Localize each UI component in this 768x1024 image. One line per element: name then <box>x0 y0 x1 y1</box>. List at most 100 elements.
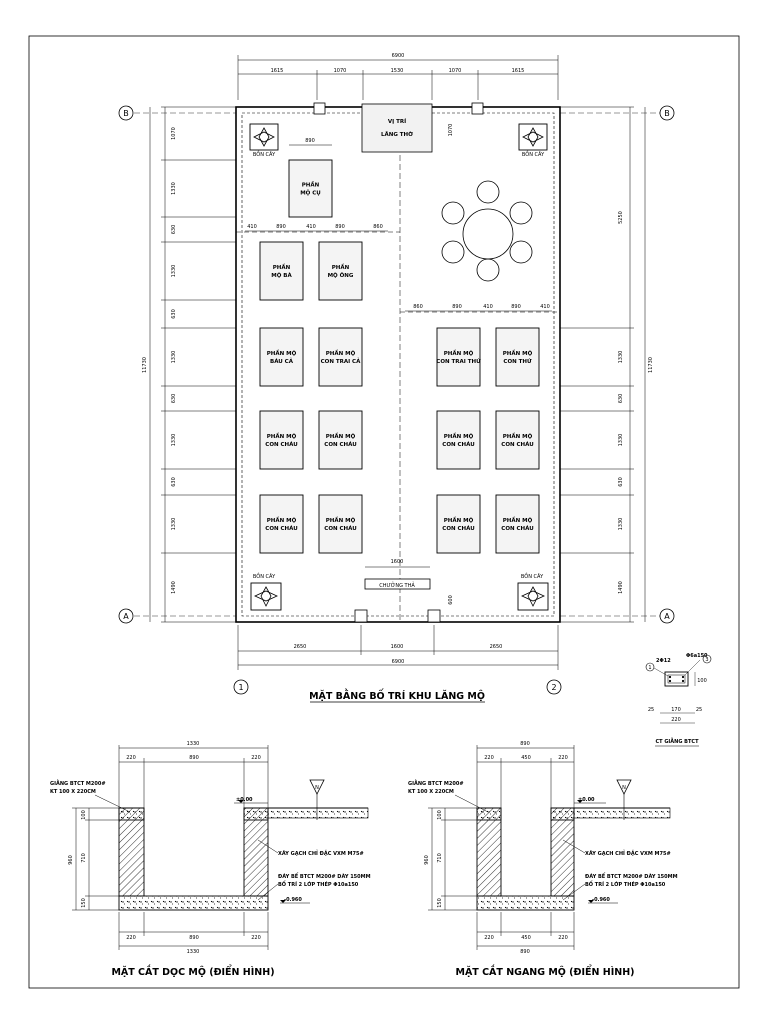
sl-beam-note-2: KT 100 X 220CM <box>50 789 96 795</box>
plant-pot-bottom-right: BỒN CÂY <box>517 571 549 611</box>
section-long-title: MẶT CẮT DỌC MỘ (ĐIỂN HÌNH) <box>111 965 274 978</box>
plan-top-seg-5: 1615 <box>512 68 525 74</box>
grave-label: PHẦN MỘ <box>503 515 533 524</box>
svg-text:25: 25 <box>648 707 654 713</box>
north-arrow-left: N <box>309 779 325 820</box>
row-dim-l2: 890 <box>276 224 286 230</box>
sc-level-top: ±0.00 <box>578 797 595 803</box>
sc-slab-note-2: BỐ TRÍ 2 LỚP THÉP Φ10a150 <box>585 880 666 888</box>
beam-title: CT GIẰNG BTCT <box>656 737 700 745</box>
svg-text:1: 1 <box>238 683 243 692</box>
section-cross-title: MẶT CẮT NGANG MỘ (ĐIỂN HÌNH) <box>455 965 634 978</box>
grave-label: PHẦN <box>302 180 320 189</box>
sc-slab-note-1: ĐÁY BỂ BTCT M200# DÀY 150MM <box>585 872 678 880</box>
left-dim-8: 1330 <box>171 434 177 447</box>
row-dim-l4: 890 <box>335 224 345 230</box>
plan-dim-left: 1070133063013306301330630133063013301490… <box>142 106 236 623</box>
site-plan: VỊ TRÍ LĂNG THỜ 1070 BỒN CÂY BỒN CÂY <box>118 53 675 703</box>
right-dim-3: 630 <box>618 394 624 404</box>
axis-b-left: B <box>118 105 236 121</box>
round-table-set <box>441 180 533 282</box>
svg-text:170: 170 <box>671 707 681 713</box>
axis-a-right: A <box>560 608 675 624</box>
grave-label: MỘ BÀ <box>271 272 292 279</box>
plan-top-total: 6900 <box>392 53 405 59</box>
plan-bottom-seg-3: 2650 <box>490 644 503 650</box>
left-dim-4: 1330 <box>171 265 177 278</box>
sl-bot-seg-2: 890 <box>189 935 199 941</box>
grave-label: CON CHÁU <box>324 441 356 448</box>
plan-dim-bottom <box>237 625 559 670</box>
grave-label: MỘ CỤ <box>300 190 321 197</box>
grave-label: CON THỨ <box>503 358 532 365</box>
svg-text:A: A <box>664 612 670 621</box>
sc-bot-total: 890 <box>520 949 530 955</box>
row-dim-r5: 410 <box>540 304 550 310</box>
row-dim-l5: 860 <box>373 224 383 230</box>
row-dim-r3: 410 <box>483 304 493 310</box>
grave-label: MỘ ÔNG <box>328 272 354 279</box>
altar-box <box>361 103 433 153</box>
plan-top-seg-1: 1615 <box>271 68 284 74</box>
plan-dim-top <box>237 55 559 100</box>
svg-text:100: 100 <box>697 678 707 684</box>
row-dim-l1: 410 <box>247 224 257 230</box>
axis-1: 1 <box>233 679 249 695</box>
plan-bottom-total: 6900 <box>392 659 405 665</box>
top-post-right <box>471 102 484 115</box>
sc-top-seg-1: 220 <box>484 755 494 761</box>
sl-left-total: 960 <box>68 855 74 865</box>
sl-bot-total: 1330 <box>187 949 200 955</box>
grave-label: CON CHÁU <box>265 525 297 532</box>
sl-wall-note: XÂY GẠCH CHỈ ĐẶC VXM M75# <box>278 849 364 857</box>
right-dim-6: 1330 <box>618 518 624 531</box>
plant-pot-top-left: BỒN CÂY <box>249 123 279 158</box>
plan-title: MẶT BẰNG BỐ TRÍ KHU LĂNG MỘ <box>309 689 485 702</box>
left-total: 11730 <box>142 357 148 373</box>
section-cross: 890 220 450 220 960 100 710 150 <box>408 741 678 978</box>
sl-beam-note-1: GIẰNG BTCT M200# <box>50 779 106 787</box>
plan-bottom-seg-1: 2650 <box>294 644 307 650</box>
sl-slab-note-1: ĐÁY BỂ BTCT M200# DÀY 150MM <box>278 872 371 880</box>
plan-top-seg-2: 1070 <box>334 68 347 74</box>
grave-label: CON CHÁU <box>442 525 474 532</box>
grave-label: CON CHÁU <box>265 441 297 448</box>
svg-text:1600: 1600 <box>391 559 404 565</box>
altar-label-2: LĂNG THỜ <box>381 131 413 138</box>
sl-slab-note-2: BỐ TRÍ 2 LỚP THÉP Φ10a150 <box>278 880 359 888</box>
svg-text:N: N <box>622 785 626 791</box>
grave-label: PHẦN MỘ <box>503 431 533 440</box>
left-dim-7: 630 <box>171 394 177 404</box>
grave-label: PHẦN MỘ <box>444 431 474 440</box>
grave-label: PHẦN MỘ <box>326 431 356 440</box>
grave-width-dim: 890 <box>305 138 315 144</box>
sc-beam-note-2: KT 100 X 220CM <box>408 789 454 795</box>
grave-label: PHẦN MỘ <box>267 348 297 357</box>
right-dim-1: 5250 <box>618 211 624 224</box>
sheet-border <box>28 35 740 989</box>
bottom-post-right <box>427 609 441 623</box>
svg-text:BỒN CÂY: BỒN CÂY <box>521 571 544 580</box>
grave-label: PHẦN <box>273 262 291 271</box>
grave-label: BÁU CẢ <box>270 357 294 365</box>
right-dim-7: 1490 <box>618 581 624 594</box>
left-dim-2: 1330 <box>171 182 177 195</box>
gate-dim: 600 <box>448 595 454 605</box>
svg-text:3: 3 <box>705 657 708 663</box>
row-dim-r4: 890 <box>511 304 521 310</box>
sc-beam-note-1: GIẰNG BTCT M200# <box>408 779 464 787</box>
row-dim-l3: 410 <box>306 224 316 230</box>
svg-text:BỒN CÂY: BỒN CÂY <box>253 571 276 580</box>
incense-burner: CHƯỞNG THẢ 1600 <box>364 559 431 590</box>
sl-top-seg-1: 220 <box>126 755 136 761</box>
sc-left-total: 960 <box>424 855 430 865</box>
top-post-left <box>313 102 326 115</box>
grave-label: PHẦN MỘ <box>326 515 356 524</box>
